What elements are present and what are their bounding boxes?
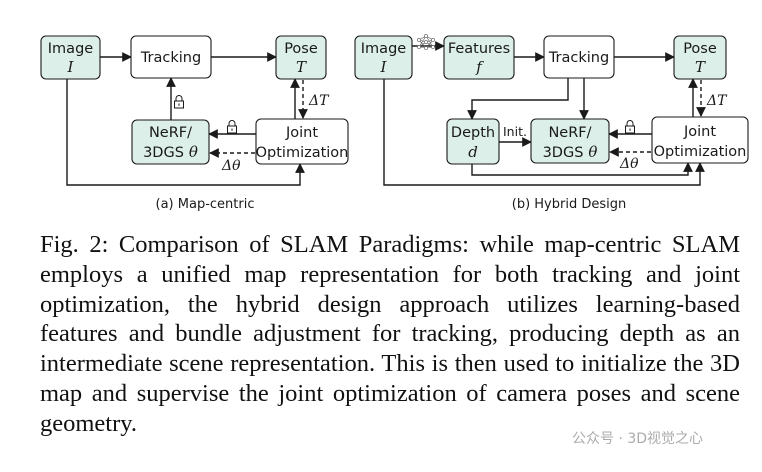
panel-hybrid-design: Image I Features f Tracking Pose T Depth…: [354, 34, 749, 212]
delta-t-label: ΔT: [308, 93, 330, 109]
subcaption-map-centric: (a) Map-centric: [156, 197, 255, 212]
pose-node-label: Pose: [284, 41, 318, 57]
lock-icon: [227, 120, 237, 134]
joint-node-line2: Optimization: [654, 144, 747, 160]
tracking-node: Tracking: [543, 35, 615, 79]
joint-node-line1: Joint: [683, 124, 716, 140]
features-node-symbol: f: [475, 58, 484, 76]
image-node: Image I: [40, 35, 101, 80]
joint-optimization-node: Joint Optimization: [255, 118, 349, 165]
edge-tracking-depth: [467, 78, 569, 120]
image-node-label: Image: [361, 41, 406, 57]
depth-node: Depth d: [446, 118, 500, 165]
pose-node-symbol: T: [296, 58, 307, 76]
nerf-node-line1: NeRF/: [149, 125, 192, 141]
depth-node-symbol: d: [468, 143, 478, 161]
edge-image-joint: [383, 79, 705, 186]
delta-t-label: ΔT: [706, 93, 728, 109]
tracking-node-label: Tracking: [548, 50, 609, 66]
features-node: Features f: [443, 35, 515, 80]
delta-theta-label: Δθ: [619, 156, 639, 172]
delta-theta-label: Δθ: [221, 158, 241, 174]
tracking-node-label: Tracking: [140, 50, 201, 66]
watermark: 公众号 · 3D视觉之心: [572, 431, 704, 447]
image-node: Image I: [354, 35, 413, 80]
pose-node-label: Pose: [683, 41, 717, 57]
subcaption-hybrid-design: (b) Hybrid Design: [512, 197, 626, 212]
depth-node-label: Depth: [451, 125, 495, 141]
image-node-label: Image: [48, 41, 93, 57]
joint-node-line2: Optimization: [256, 145, 349, 161]
pose-node: Pose T: [275, 35, 327, 80]
edge-depth-joint: [471, 162, 693, 176]
nerf-node-line1: NeRF/: [548, 125, 591, 141]
lock-icon: [625, 120, 635, 134]
joint-optimization-node: Joint Optimization: [651, 116, 749, 164]
joint-node-line1: Joint: [285, 125, 318, 141]
image-node-symbol: I: [380, 58, 388, 76]
neural-network-icon: [417, 34, 435, 50]
lock-icon: [174, 95, 184, 109]
features-node-label: Features: [448, 41, 510, 57]
init-label: Init.: [503, 124, 527, 139]
edge-image-joint: [66, 79, 305, 186]
pose-node: Pose T: [673, 35, 727, 80]
pose-node-symbol: T: [695, 58, 706, 76]
image-node-symbol: I: [67, 58, 75, 76]
figure-caption: Fig. 2: Comparison of SLAM Paradigms: wh…: [40, 231, 740, 437]
tracking-node: Tracking: [130, 35, 212, 79]
